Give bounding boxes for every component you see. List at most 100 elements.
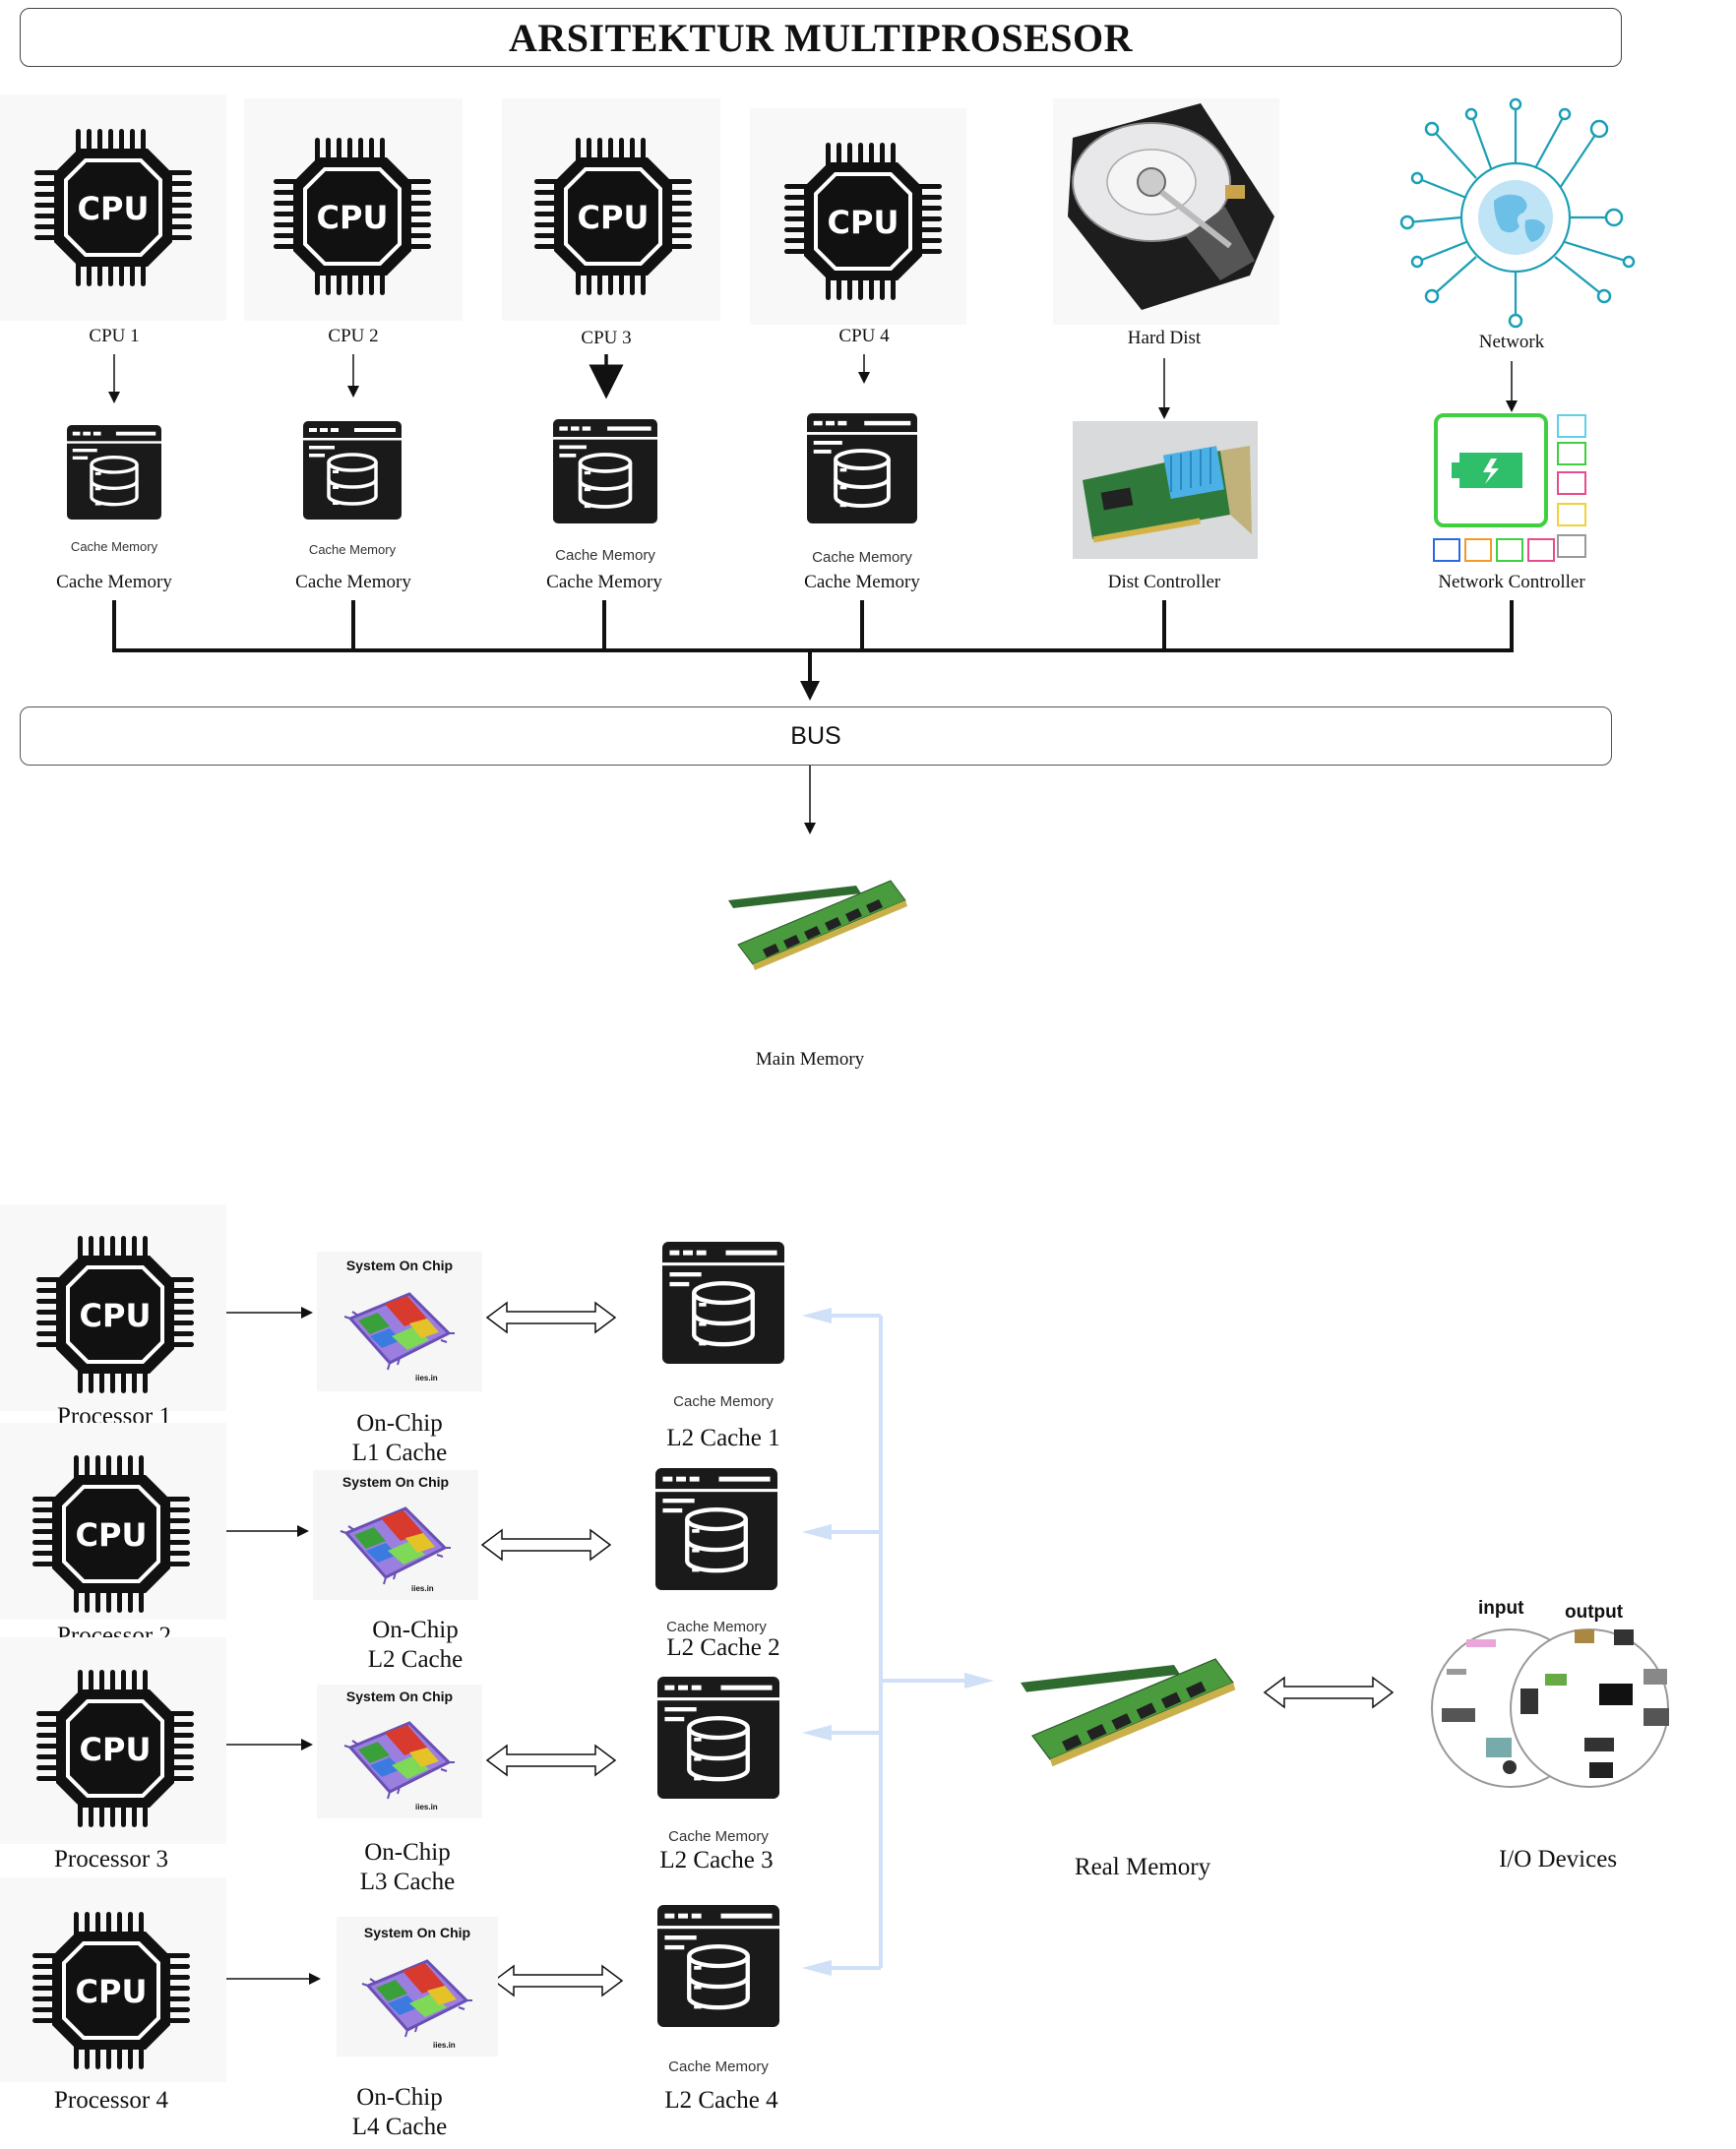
cpu-icon-text: CPU (76, 1516, 148, 1554)
network-controller-icon (1433, 413, 1586, 562)
l2-cache-1-label: L2 Cache 1 (666, 1425, 780, 1451)
cpu-icon-text: CPU (80, 1297, 152, 1334)
l2-cache-2-label: L2 Cache 2 (666, 1634, 780, 1661)
cpu-icon: CPU (782, 141, 944, 302)
cache-caption: Cache Memory (555, 547, 655, 564)
cpu-icon: CPU (34, 1668, 196, 1829)
soc-site: iies.in (415, 1374, 438, 1382)
cpu-icon-text: CPU (317, 199, 389, 236)
bus-box: BUS (20, 706, 1612, 766)
cpu-3-label: CPU 3 (581, 328, 632, 348)
cpu-1-icon-tile: CPU (0, 94, 226, 321)
soc-4-tile: System On Chip iies.in (337, 1917, 498, 2057)
onchip-line1: On-Chip (356, 1410, 443, 1437)
system-on-chip-icon (342, 1721, 457, 1801)
real-memory-label: Real Memory (1074, 1854, 1211, 1880)
l2-cache-4-label: L2 Cache 4 (664, 2087, 778, 2114)
system-on-chip-icon (342, 1292, 457, 1372)
onchip-line1: On-Chip (356, 2084, 443, 2111)
network-tile (1378, 94, 1653, 331)
real-memory-icon (1020, 1658, 1237, 1767)
processor-2-tile: CPU (0, 1423, 226, 1620)
onchip-2-label: On-Chip L2 Cache (368, 1616, 463, 1675)
io-devices-image: input output (1427, 1598, 1693, 1797)
soc-site: iies.in (415, 1803, 438, 1811)
onchip-line1: On-Chip (364, 1839, 451, 1866)
cpu-icon-text: CPU (828, 204, 899, 241)
cpu-icon: CPU (34, 1234, 196, 1395)
cache-caption: Cache Memory (70, 539, 158, 554)
cpu-icon: CPU (31, 1453, 192, 1615)
soc-site: iies.in (433, 2041, 456, 2050)
network-controller-image (1432, 411, 1589, 569)
processor-3-label: Processor 3 (54, 1846, 168, 1873)
processor-4-label: Processor 4 (54, 2087, 168, 2114)
cpu-2-label: CPU 2 (328, 326, 379, 346)
onchip-1-label: On-Chip L1 Cache (352, 1409, 447, 1468)
bus-label: BUS (790, 721, 841, 750)
disk-controller-icon (1083, 446, 1252, 543)
cpu-4-icon-tile: CPU (750, 108, 966, 325)
page-title: ARSITEKTUR MULTIPROSESOR (508, 15, 1133, 60)
network-controller-label: Network Controller (1438, 572, 1585, 592)
io-input-title: input (1478, 1598, 1524, 1619)
soc-1-tile: System On Chip iies.in (317, 1252, 482, 1391)
cpu-icon-text: CPU (578, 199, 650, 236)
io-devices-label: I/O Devices (1498, 1846, 1618, 1873)
soc-3-tile: System On Chip iies.in (317, 1685, 482, 1818)
network-label: Network (1478, 332, 1545, 352)
onchip-line2: L4 Cache (351, 2114, 448, 2140)
network-icon (1399, 97, 1636, 329)
cpu-icon-text: CPU (78, 190, 150, 227)
disk-controller-image (1073, 421, 1258, 559)
cpu-2-icon-tile: CPU (244, 98, 463, 321)
cpu-icon: CPU (272, 136, 433, 297)
processor-1-tile: CPU (0, 1204, 226, 1411)
cache-memory-label: Cache Memory (56, 572, 172, 592)
onchip-line2: L2 Cache (367, 1646, 464, 1673)
cache-memory-icon (662, 1242, 784, 1364)
cache-memory-label: Cache Memory (804, 572, 920, 592)
cpu-icon: CPU (31, 1910, 192, 2071)
cpu-1-label: CPU 1 (89, 326, 140, 346)
cache-memory-icon (657, 1677, 779, 1799)
onchip-3-label: On-Chip L3 Cache (360, 1838, 455, 1897)
system-on-chip-icon (360, 1959, 474, 2039)
hard-disk-icon (1068, 103, 1274, 310)
cache-memory-label: Cache Memory (546, 572, 662, 592)
processor-3-tile: CPU (0, 1637, 226, 1844)
cache-caption: Cache Memory (673, 1393, 774, 1410)
io-output-title: output (1565, 1602, 1624, 1623)
processor-4-tile: CPU (0, 1877, 226, 2082)
cache-caption: Cache Memory (812, 549, 912, 566)
cache-memory-icon (657, 1905, 779, 2027)
title-box: ARSITEKTUR MULTIPROSESOR (20, 8, 1622, 67)
cache-caption: Cache Memory (666, 1619, 767, 1635)
soc-2-tile: System On Chip iies.in (313, 1470, 478, 1600)
cpu-4-label: CPU 4 (838, 326, 890, 346)
disk-controller-label: Dist Controller (1107, 572, 1221, 592)
io-devices-icon (1431, 1628, 1669, 1788)
hard-disk-label: Hard Dist (1127, 328, 1202, 348)
onchip-4-label: On-Chip L4 Cache (352, 2083, 447, 2142)
hard-disk-tile (1053, 98, 1279, 325)
soc-site: iies.in (411, 1584, 434, 1593)
cpu-3-icon-tile: CPU (502, 98, 720, 321)
onchip-line2: L1 Cache (351, 1440, 448, 1466)
cpu-icon: CPU (532, 136, 694, 297)
cache-caption: Cache Memory (668, 2058, 769, 2075)
cpu-icon: CPU (32, 127, 194, 288)
l2-cache-3-label: L2 Cache 3 (659, 1847, 774, 1873)
soc-caption: System On Chip (345, 1688, 454, 1704)
soc-caption: System On Chip (363, 1925, 471, 1940)
system-on-chip-icon (339, 1506, 453, 1586)
main-memory-label: Main Memory (755, 1049, 865, 1070)
cache-caption: Cache Memory (668, 1828, 769, 1845)
onchip-line1: On-Chip (372, 1617, 459, 1643)
cache-caption: Cache Memory (308, 542, 397, 557)
cpu-icon-text: CPU (76, 1973, 148, 2010)
soc-caption: System On Chip (341, 1474, 450, 1490)
cache-memory-label: Cache Memory (295, 572, 411, 592)
soc-caption: System On Chip (345, 1258, 454, 1273)
